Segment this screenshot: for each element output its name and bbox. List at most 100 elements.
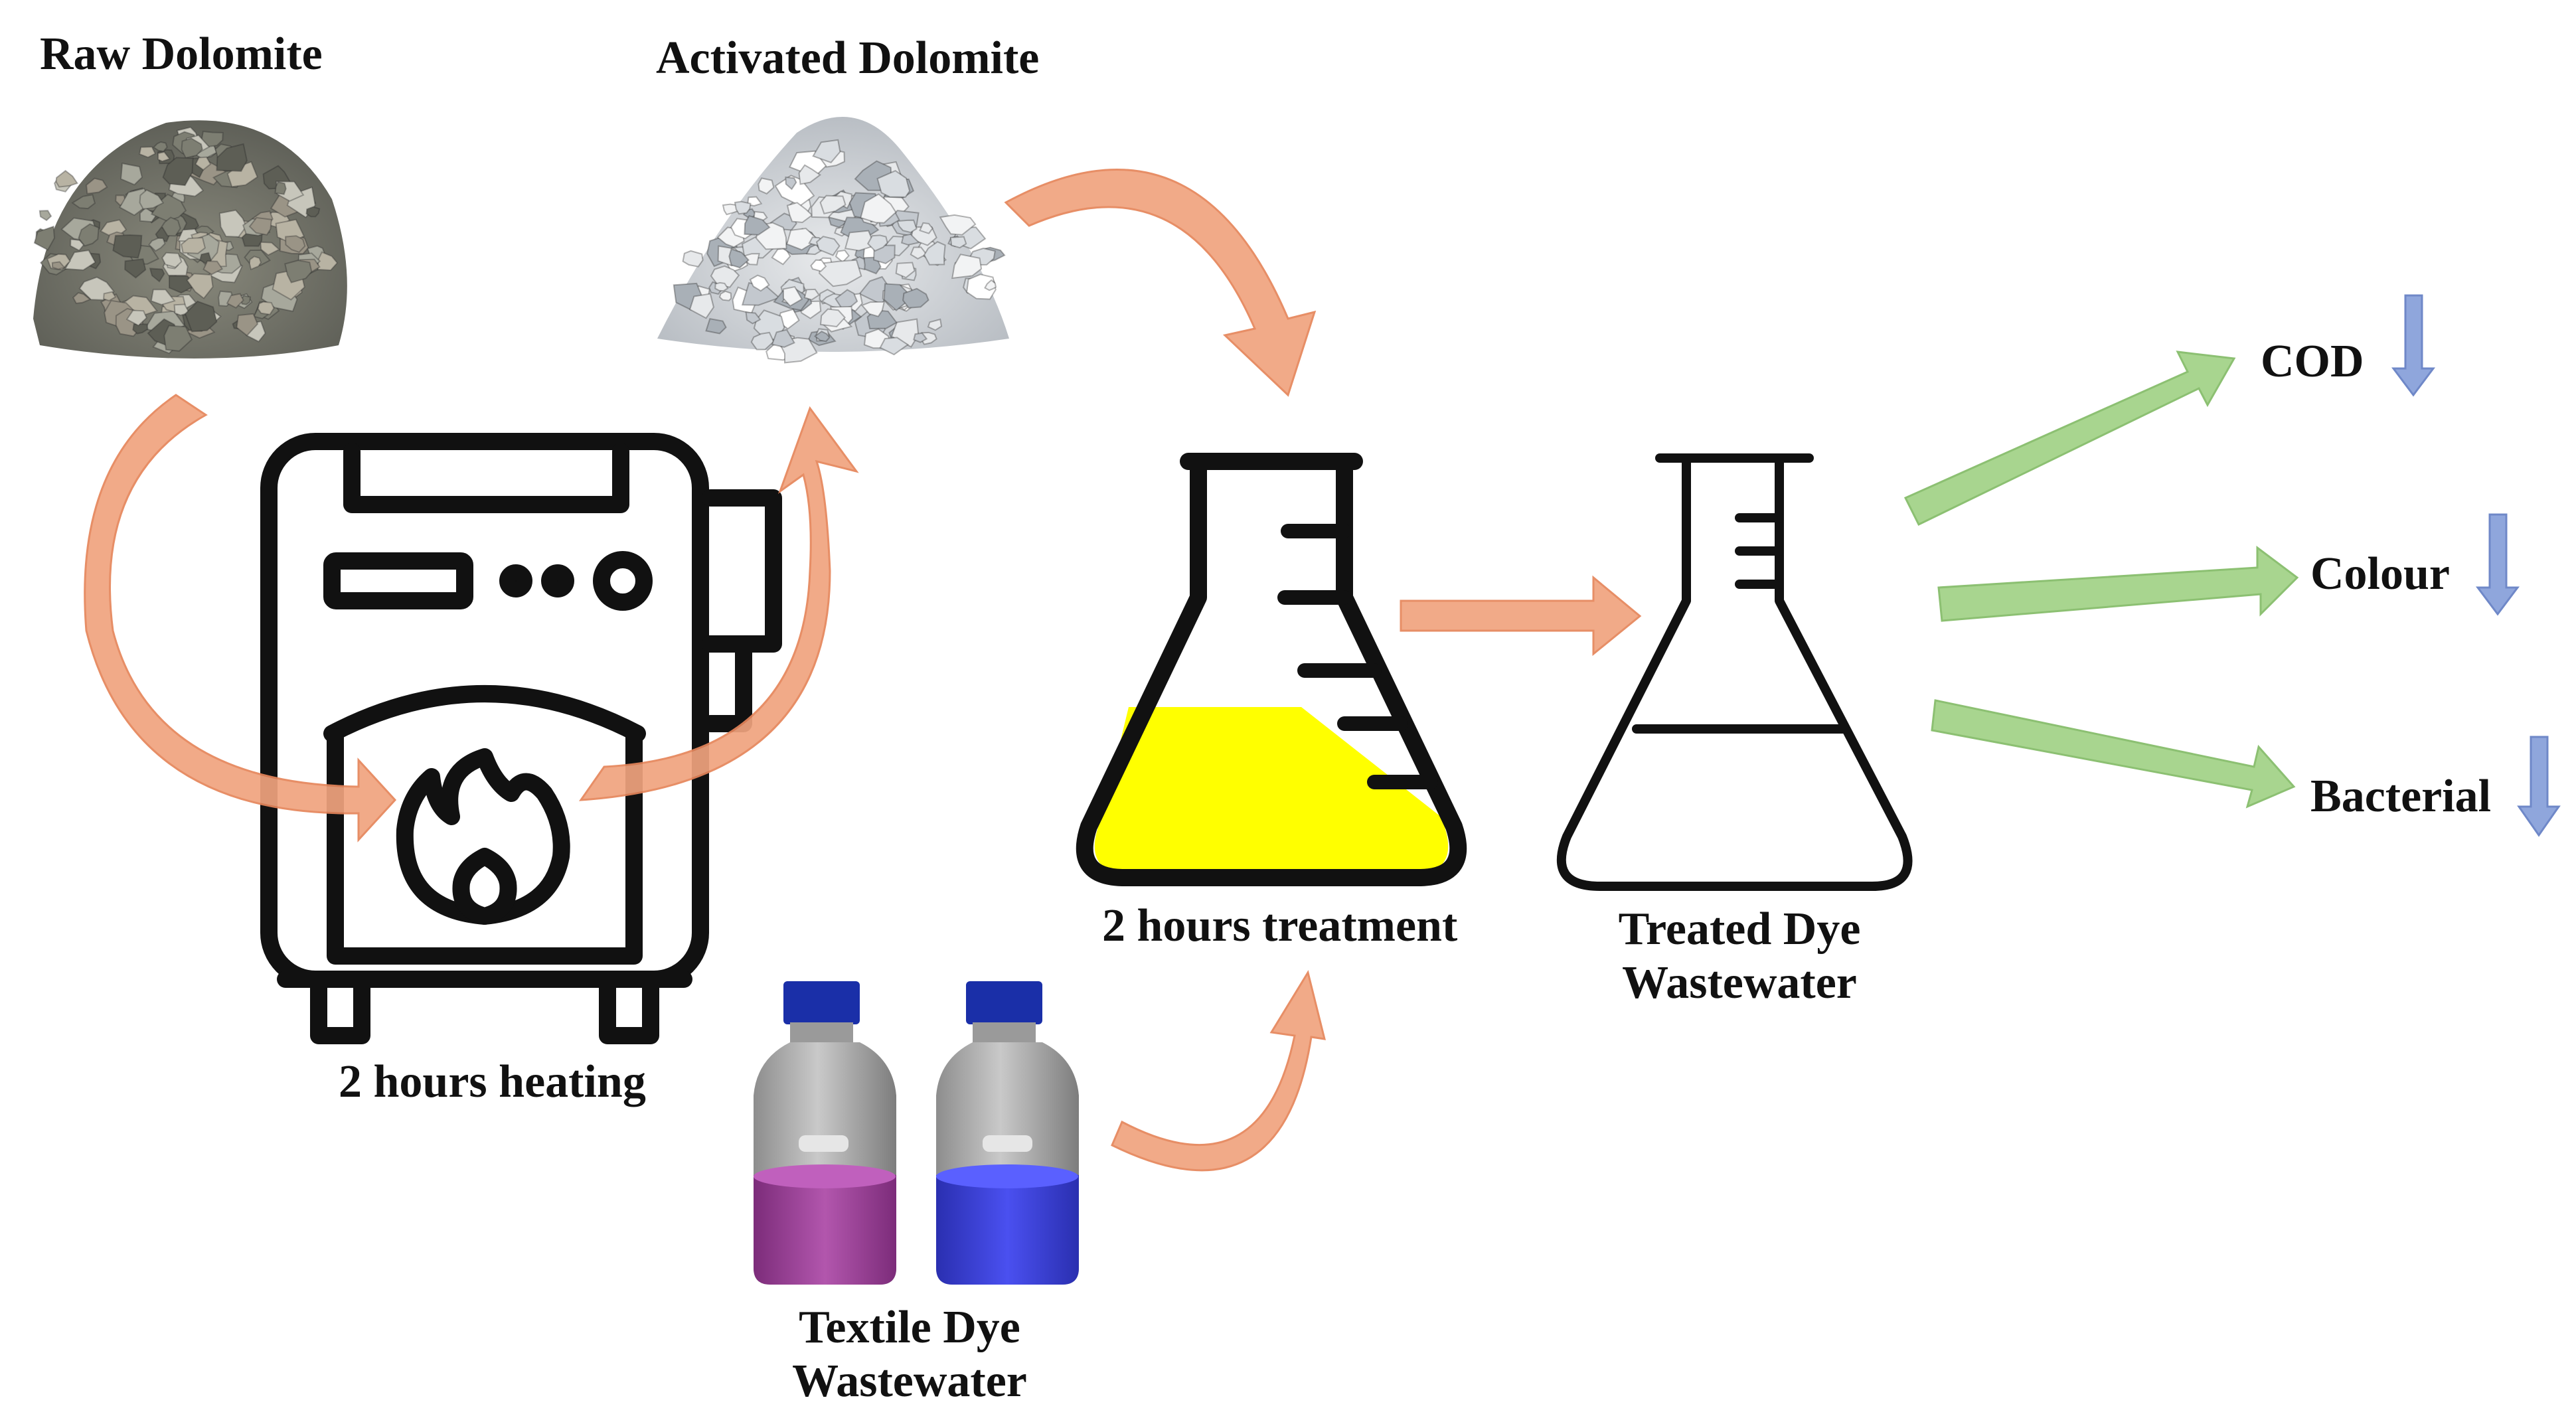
- stone: [758, 177, 775, 195]
- stone: [124, 258, 147, 279]
- bacterial-down-arrow-icon: [2517, 736, 2561, 837]
- stone: [813, 331, 831, 343]
- stone: [879, 337, 910, 356]
- stone: [984, 279, 997, 291]
- stone: [919, 222, 933, 234]
- stone: [714, 281, 729, 292]
- stone: [120, 162, 143, 186]
- stone: [902, 287, 929, 309]
- stone: [186, 273, 214, 299]
- flame-icon: [396, 748, 570, 925]
- bacterial-label: Bacterial: [2310, 771, 2492, 822]
- stone: [895, 262, 916, 279]
- stone: [202, 260, 224, 276]
- stone: [805, 244, 823, 256]
- stone: [750, 331, 775, 351]
- stone: [896, 219, 918, 234]
- stone: [815, 236, 841, 256]
- stone: [39, 210, 52, 222]
- stone: [913, 332, 928, 343]
- stone: [132, 323, 149, 335]
- stone: [741, 281, 781, 306]
- stone: [923, 241, 946, 266]
- stone: [688, 293, 714, 319]
- textile-wastewater-label: Textile Dye Wastewater: [750, 1301, 1069, 1408]
- stone: [195, 156, 212, 171]
- dye-bottle-icon: [754, 981, 896, 1285]
- cod-arrow: [1903, 351, 2236, 526]
- stone: [33, 225, 56, 251]
- stone: [157, 151, 171, 163]
- stone: [70, 238, 85, 252]
- stone: [860, 193, 897, 224]
- stone: [900, 233, 920, 246]
- treated-line-2: Wastewater: [1622, 957, 1857, 1008]
- stone: [257, 301, 275, 315]
- outcome-arrows: [1903, 351, 2299, 809]
- treated-line-1: Treated Dye: [1618, 904, 1861, 955]
- bottles-to-flask-arrow: [1111, 970, 1327, 1172]
- stone: [86, 177, 108, 195]
- stone: [201, 130, 224, 147]
- stone: [125, 309, 147, 327]
- stone: [149, 268, 165, 283]
- stone: [939, 214, 977, 236]
- furnace-icon: [260, 433, 782, 1044]
- activated-dolomite-pile-icon: [657, 117, 1009, 364]
- stone: [305, 206, 321, 218]
- stone: [873, 244, 896, 264]
- stone: [226, 293, 244, 309]
- stone: [260, 241, 281, 256]
- stone: [226, 161, 258, 188]
- stone: [927, 318, 943, 331]
- stone: [728, 248, 750, 269]
- stone: [236, 313, 259, 337]
- stone: [184, 300, 218, 333]
- stone: [218, 209, 248, 238]
- stone: [786, 202, 813, 224]
- stone: [71, 194, 96, 210]
- stone: [771, 329, 795, 348]
- stone: [705, 317, 727, 335]
- stone: [163, 325, 193, 352]
- stone: [844, 230, 876, 252]
- raw-dolomite-label: Raw Dolomite: [40, 29, 323, 80]
- stone: [139, 206, 157, 223]
- stone: [55, 169, 78, 188]
- colour-down-arrow-icon: [2476, 513, 2520, 616]
- raw-dolomite-pile-icon: [33, 120, 347, 358]
- stone: [78, 223, 100, 247]
- stone: [785, 227, 820, 251]
- stone: [64, 250, 96, 271]
- stone: [798, 164, 821, 185]
- activated-to-flask-arrow: [1004, 168, 1317, 397]
- cod-down-arrow-icon: [2391, 294, 2435, 397]
- cod-label: COD: [2261, 336, 2364, 387]
- stone: [910, 246, 927, 260]
- stone: [812, 139, 841, 163]
- stone: [876, 170, 911, 198]
- colour-label: Colour: [2310, 548, 2450, 599]
- stone: [139, 146, 157, 159]
- activated-dolomite-label: Activated Dolomite: [656, 33, 1040, 84]
- stone: [51, 261, 66, 270]
- stone: [274, 181, 287, 195]
- treated-flask-icon: [1556, 453, 1913, 891]
- stone: [722, 203, 741, 216]
- stone: [819, 195, 846, 214]
- stone: [112, 234, 143, 259]
- stone: [949, 236, 967, 249]
- treatment-label: 2 hours treatment: [1102, 900, 1458, 951]
- stone: [803, 288, 821, 301]
- dye-bottle-icon: [936, 981, 1079, 1285]
- stone: [248, 216, 272, 236]
- stone: [162, 157, 194, 187]
- bacterial-arrow: [1931, 699, 2296, 809]
- stone: [745, 311, 762, 325]
- stone: [173, 303, 191, 316]
- furnace-to-activated-arrow: [578, 406, 859, 801]
- stone: [139, 189, 165, 210]
- down-arrows: [2391, 294, 2561, 837]
- colour-arrow: [1937, 546, 2299, 622]
